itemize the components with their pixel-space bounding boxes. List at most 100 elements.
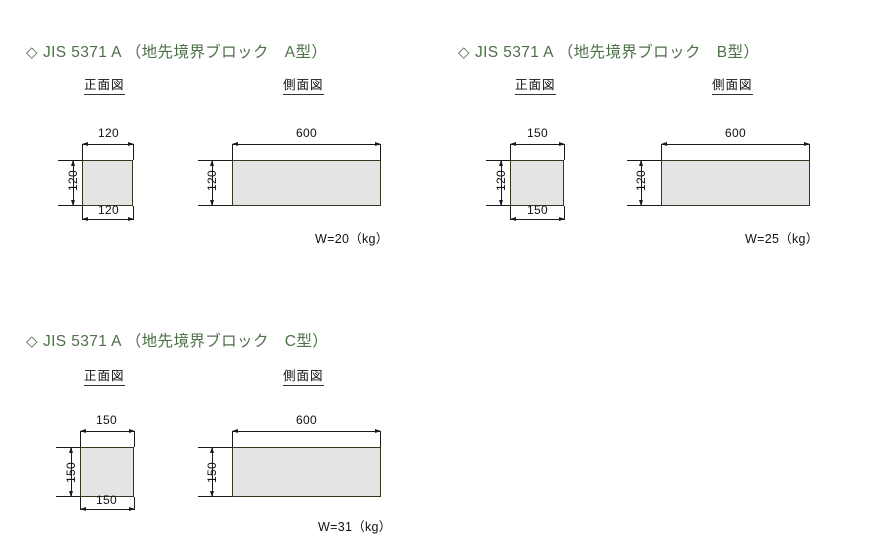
dimension-line: [510, 219, 565, 220]
block-a-title: ◇JIS 5371 A （地先境界ブロック A型）: [26, 40, 327, 62]
block-a-side-heading: 側面図: [283, 74, 324, 95]
block-b-front-shape: [510, 160, 564, 206]
dimension-line: [80, 509, 135, 510]
arrow-down-icon: [498, 200, 503, 206]
extension-line: [627, 160, 661, 161]
extension-line: [134, 497, 135, 510]
arrow-left-icon: [232, 428, 238, 433]
extension-line: [564, 206, 565, 220]
extension-line: [56, 447, 80, 448]
dimension-line: [641, 160, 642, 206]
extension-line: [232, 431, 233, 447]
extension-line: [198, 160, 232, 161]
block-c-side-shape: [232, 447, 381, 497]
extension-line: [486, 205, 510, 206]
block-a-side-shape: [232, 160, 381, 206]
extension-line: [232, 144, 233, 160]
block-b-side-top-dim: 600: [725, 126, 746, 140]
diamond-icon: ◇: [26, 44, 38, 61]
arrow-right-icon: [559, 216, 565, 221]
dimension-line: [80, 431, 135, 432]
dimension-line: [510, 144, 565, 145]
block-c-weight: W=31（kg）: [318, 520, 392, 534]
diamond-icon: ◇: [458, 44, 470, 61]
block-b-front-heading: 正面図: [515, 74, 556, 95]
extension-line: [80, 497, 81, 510]
arrow-left-icon: [80, 506, 86, 511]
arrow-right-icon: [129, 506, 135, 511]
extension-line: [809, 144, 810, 160]
block-a-front-bottom-dim: 120: [98, 203, 119, 217]
arrow-up-icon: [70, 160, 75, 166]
block-a-side-top-dim: 600: [296, 126, 317, 140]
extension-line: [510, 206, 511, 220]
arrow-down-icon: [209, 200, 214, 206]
arrow-down-icon: [638, 200, 643, 206]
dimension-line: [82, 219, 134, 220]
block-b-weight: W=25（kg）: [745, 232, 819, 246]
extension-line: [198, 496, 232, 497]
extension-line: [82, 144, 83, 160]
extension-line: [80, 431, 81, 447]
dimension-line: [82, 144, 134, 145]
extension-line: [56, 496, 80, 497]
arrow-up-icon: [638, 160, 643, 166]
dimension-line: [73, 160, 74, 206]
extension-line: [82, 206, 83, 220]
block-b-title-text: JIS 5371 A （地先境界ブロック B型）: [474, 44, 760, 61]
extension-line: [564, 144, 565, 160]
block-c-front-bottom-dim: 150: [96, 493, 117, 507]
block-a-front-top-dim: 120: [98, 126, 119, 140]
arrow-left-icon: [661, 141, 667, 146]
extension-line: [133, 206, 134, 220]
arrow-down-icon: [70, 200, 75, 206]
arrow-right-icon: [129, 428, 135, 433]
extension-line: [134, 431, 135, 447]
block-c-side-heading: 側面図: [283, 365, 324, 386]
arrow-right-icon: [128, 216, 134, 221]
arrow-left-icon: [510, 216, 516, 221]
arrow-right-icon: [375, 141, 381, 146]
block-b-side-shape: [661, 160, 810, 206]
dimension-line: [232, 431, 381, 432]
dimension-line: [212, 447, 213, 497]
arrow-up-icon: [209, 160, 214, 166]
block-c-title: ◇JIS 5371 A （地先境界ブロック C型）: [26, 329, 328, 351]
block-a-weight: W=20（kg）: [315, 232, 389, 246]
block-a-front-shape: [82, 160, 133, 206]
block-b-title: ◇JIS 5371 A （地先境界ブロック B型）: [458, 40, 759, 62]
block-a-front-heading: 正面図: [84, 74, 125, 95]
dimension-line: [661, 144, 810, 145]
block-b-front-bottom-dim: 150: [527, 203, 548, 217]
dimension-line: [232, 144, 381, 145]
extension-line: [133, 144, 134, 160]
arrow-right-icon: [804, 141, 810, 146]
extension-line: [661, 144, 662, 160]
arrow-left-icon: [80, 428, 86, 433]
arrow-left-icon: [82, 216, 88, 221]
extension-line: [486, 160, 510, 161]
block-a-title-text: JIS 5371 A （地先境界ブロック A型）: [42, 44, 328, 61]
extension-line: [380, 431, 381, 447]
arrow-up-icon: [498, 160, 503, 166]
arrow-up-icon: [209, 447, 214, 453]
dimension-line: [71, 447, 72, 497]
block-b-front-top-dim: 150: [527, 126, 548, 140]
arrow-down-icon: [209, 491, 214, 497]
arrow-left-icon: [82, 141, 88, 146]
arrow-down-icon: [68, 491, 73, 497]
arrow-right-icon: [375, 428, 381, 433]
arrow-right-icon: [559, 141, 565, 146]
block-c-front-shape: [80, 447, 134, 497]
extension-line: [627, 205, 661, 206]
block-b-side-heading: 側面図: [712, 74, 753, 95]
arrow-left-icon: [510, 141, 516, 146]
block-c-title-text: JIS 5371 A （地先境界ブロック C型）: [42, 333, 329, 350]
arrow-up-icon: [68, 447, 73, 453]
block-c-front-heading: 正面図: [84, 365, 125, 386]
extension-line: [380, 144, 381, 160]
extension-line: [198, 447, 232, 448]
extension-line: [510, 144, 511, 160]
dimension-line: [212, 160, 213, 206]
arrow-right-icon: [128, 141, 134, 146]
